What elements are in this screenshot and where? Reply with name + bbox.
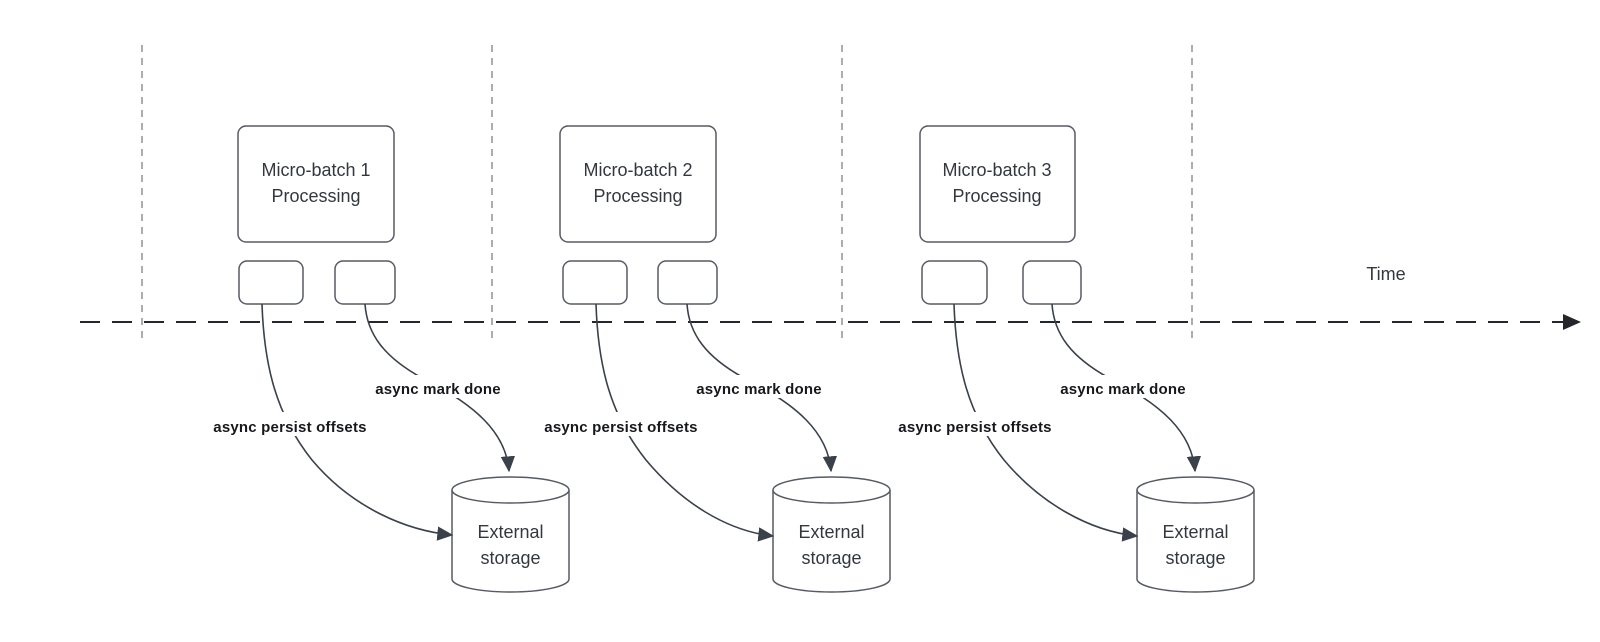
micro-batch-1-mark-done-label: async mark done [375, 381, 501, 398]
external-storage-2-label-line2: storage [801, 548, 861, 568]
micro-batch-1-persist-offsets-label: async persist offsets [213, 419, 366, 436]
external-storage-3-label-line1: External [1162, 522, 1228, 542]
label-bg [362, 375, 514, 398]
label-bg [198, 412, 382, 436]
micro-batch-3-box-label-line2: Processing [952, 186, 1041, 206]
micro-batch-3-done-task-box [1022, 260, 1082, 305]
micro-batch-3-box [919, 125, 1076, 243]
micro-batch-1-offset-task-box [238, 260, 304, 305]
micro-batch-2-box-label-line1: Micro-batch 2 [583, 160, 692, 180]
label-bg [883, 412, 1067, 436]
external-storage-3-cylinder-top [1136, 476, 1255, 504]
micro-batch-1-persist-offsets-arrow [261, 303, 454, 541]
micro-batch-1-done-task-box [334, 260, 396, 305]
external-storage-3-cylinder-body [1136, 490, 1255, 593]
external-storage-1-label-line1: External [477, 522, 543, 542]
micro-batch-3-box-label-line1: Micro-batch 3 [942, 160, 1051, 180]
time-axis-label: Time [1366, 264, 1405, 284]
label-bg [1047, 375, 1199, 398]
micro-batch-1-box-label-line1: Micro-batch 1 [261, 160, 370, 180]
label-bg [529, 412, 713, 436]
connector-label-backgrounds [198, 375, 1199, 436]
external-storage-2-cylinder-top [772, 476, 891, 504]
micro-batch-3-persist-offsets-label: async persist offsets [898, 419, 1051, 436]
micro-batch-2-persist-offsets-arrow [595, 303, 775, 542]
micro-batch-1-box-label-line2: Processing [271, 186, 360, 206]
external-storage-1-label-line2: storage [480, 548, 540, 568]
micro-batch-2-mark-done-label: async mark done [696, 381, 822, 398]
micro-batch-2-box-label-line2: Processing [593, 186, 682, 206]
connector-labels-layer: async persist offsets async mark done as… [213, 381, 1186, 436]
shapes-layer [237, 125, 1255, 593]
time-gridlines [141, 45, 1193, 338]
micro-batch-3-mark-done-label: async mark done [1060, 381, 1186, 398]
micro-batch-2-persist-offsets-label: async persist offsets [544, 419, 697, 436]
label-bg [683, 375, 835, 398]
micro-batch-2-done-task-box [657, 260, 718, 305]
micro-batch-3-offset-task-box [921, 260, 988, 305]
external-storage-1-cylinder-body [451, 490, 570, 593]
external-storage-1-cylinder-top [451, 476, 570, 504]
micro-batch-2-offset-task-box [562, 260, 628, 305]
shape-labels-layer: Micro-batch 1 Processing Micro-batch 2 P… [261, 160, 1405, 568]
micro-batch-2-box [559, 125, 717, 243]
external-storage-2-cylinder-body [772, 490, 891, 593]
micro-batch-1-box [237, 125, 395, 243]
external-storage-2-label-line1: External [798, 522, 864, 542]
external-storage-3-label-line2: storage [1165, 548, 1225, 568]
micro-batch-3-persist-offsets-arrow [953, 303, 1139, 542]
